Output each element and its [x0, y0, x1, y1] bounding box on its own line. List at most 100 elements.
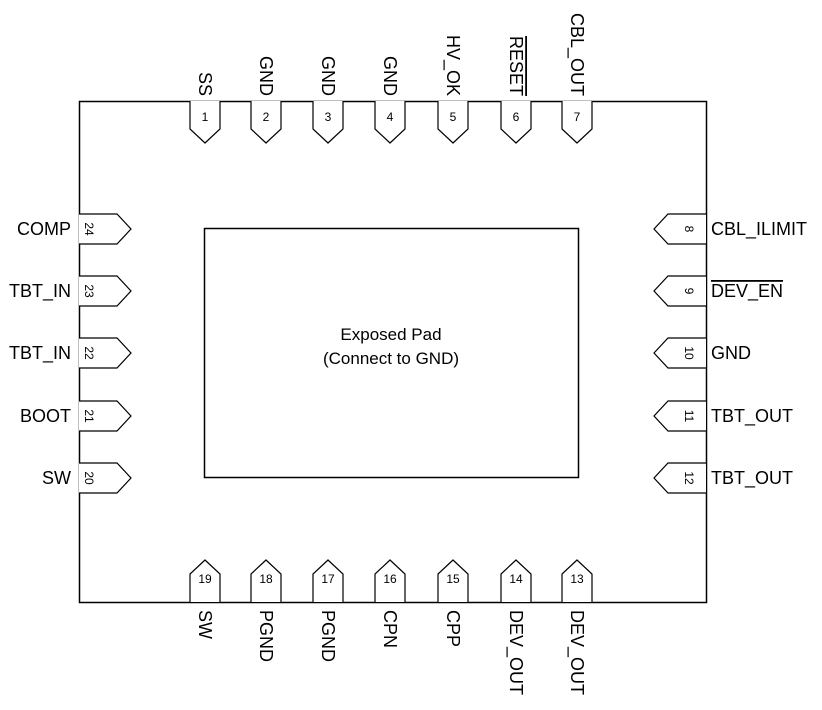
pin-9-shape [653, 275, 706, 307]
pin-4: 4 GND [374, 56, 406, 144]
pin-6-number: 6 [513, 110, 520, 124]
pin-3: 3 GND [312, 56, 344, 144]
exposed-pad-label: Exposed Pad [340, 325, 441, 344]
pin-20-shape [79, 462, 132, 494]
pin-2: 2 GND [250, 56, 282, 144]
pin-2-shape [250, 101, 282, 144]
pin-10: 10 GND [653, 337, 751, 369]
pin-name-tbt-in: TBT_IN [9, 343, 71, 364]
pin-24: 24 COMP [17, 213, 132, 245]
pin-name-cbl-out: CBL_OUT [566, 13, 587, 96]
pin-6-shape [500, 101, 532, 144]
pin-11-shape [653, 400, 706, 432]
pin-name-dev-out: DEV_OUT [505, 610, 526, 695]
pin-8-shape [653, 213, 706, 245]
pin-name-tbt-out: TBT_OUT [711, 406, 793, 427]
pin-name-gnd: GND [318, 56, 338, 96]
pin-name-hv-ok: HV_OK [442, 35, 463, 96]
pin-7-number: 7 [574, 110, 581, 124]
pin-7-shape [561, 101, 593, 144]
pin-22-shape [79, 337, 132, 369]
pin-5-shape [437, 101, 469, 144]
pin-16-shape [374, 559, 406, 602]
pin-name-boot: BOOT [20, 406, 71, 426]
pin-name-gnd: GND [380, 56, 400, 96]
pin-14-number: 14 [509, 572, 523, 586]
pin-name-dev-out: DEV_OUT [566, 610, 587, 695]
pin-11: 11 TBT_OUT [653, 400, 793, 432]
pin-13-shape [561, 559, 593, 602]
pin-name-comp: COMP [17, 219, 71, 239]
pin-4-shape [374, 101, 406, 144]
pin-23-number: 23 [82, 284, 96, 298]
pin-name-cpp: CPP [443, 610, 463, 647]
pin-1-shape [189, 101, 221, 144]
package-outline [78, 100, 708, 604]
pin-8: 8 CBL_ILIMIT [653, 213, 807, 245]
pin-24-number: 24 [82, 222, 96, 236]
pin-23: 23 TBT_IN [9, 275, 132, 307]
pin-12-number: 12 [682, 471, 696, 485]
pin-name-sw: SW [42, 468, 71, 488]
pin-5-number: 5 [450, 110, 457, 124]
pin-18-shape [250, 559, 282, 602]
pins: 1SS2GND3GND4GND5HV_OK6RESET7CBL_OUT19SW1… [9, 13, 807, 695]
exposed-pad [203, 227, 580, 479]
pin-1: 1SS [189, 72, 221, 144]
pin-20: 20 SW [42, 462, 132, 494]
pin-name-cbl-ilimit: CBL_ILIMIT [711, 219, 807, 240]
pin-15-number: 15 [446, 572, 460, 586]
pin-3-number: 3 [325, 110, 332, 124]
pin-9-number: 9 [682, 288, 696, 295]
pin-name-gnd: GND [256, 56, 276, 96]
pin-1-number: 1 [202, 110, 209, 124]
pin-21-shape [79, 400, 132, 432]
pin-17-shape [312, 559, 344, 602]
pin-name-tbt-out: TBT_OUT [711, 468, 793, 489]
pin-15-shape [437, 559, 469, 602]
pin-name-sw: SW [195, 610, 215, 639]
pin-8-number: 8 [682, 226, 696, 233]
pin-3-shape [312, 101, 344, 144]
pin-5: 5 HV_OK [437, 35, 469, 144]
pin-4-number: 4 [387, 110, 394, 124]
pin-13-number: 13 [570, 572, 584, 586]
pin-23-shape [79, 275, 132, 307]
pin-18-number: 18 [259, 572, 273, 586]
pin-name-pgnd: PGND [256, 610, 276, 662]
pin-14-shape [500, 559, 532, 602]
pin-17-number: 17 [321, 572, 335, 586]
pin-name-cpn: CPN [380, 610, 400, 648]
pin-name-reset: RESET [506, 36, 526, 96]
pin-24-shape [79, 213, 132, 245]
pin-6: 6 RESET [500, 36, 532, 144]
pin-21: 21 BOOT [20, 400, 132, 432]
pin-10-number: 10 [682, 346, 696, 360]
pin-19-number: 19 [198, 572, 212, 586]
pin-20-number: 20 [82, 471, 96, 485]
pin-name-tbt-in: TBT_IN [9, 281, 71, 302]
pin-12: 12 TBT_OUT [653, 462, 793, 494]
pin-name-dev-en: DEV_EN [711, 281, 783, 302]
pin-12-shape [653, 462, 706, 494]
pin-16-number: 16 [383, 572, 397, 586]
pin-name-gnd: GND [711, 343, 751, 363]
pin-22: 22 TBT_IN [9, 337, 132, 369]
pin-11-number: 11 [682, 410, 696, 423]
pin-19-shape [189, 559, 221, 602]
exposed-pad-note: (Connect to GND) [323, 349, 459, 368]
pin-21-number: 21 [82, 409, 96, 423]
pin-9: 9 DEV_EN [653, 275, 783, 307]
pin-22-number: 22 [82, 346, 96, 360]
pin-2-number: 2 [263, 110, 270, 124]
pin-10-shape [653, 337, 706, 369]
pin-name-pgnd: PGND [318, 610, 338, 662]
